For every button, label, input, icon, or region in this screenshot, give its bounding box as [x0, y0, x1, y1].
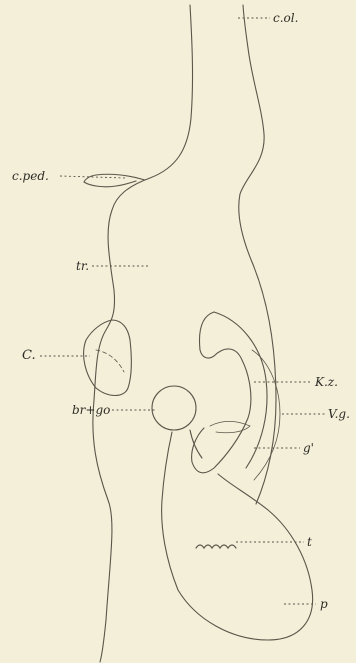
body-outline-right	[239, 5, 276, 504]
leader-c-ped	[60, 176, 126, 178]
label-t: t	[307, 536, 312, 548]
label-tr: tr.	[76, 260, 89, 272]
label-c-ol: c.ol.	[273, 12, 298, 24]
body-outline-left	[93, 5, 193, 662]
label-p: p	[320, 598, 328, 610]
label-g-prime: g'	[303, 442, 314, 454]
label-v-g: V.g.	[328, 408, 350, 420]
kz-structure	[192, 312, 251, 473]
label-c: C.	[22, 350, 36, 362]
stem-to-p	[162, 432, 313, 640]
label-br-go: br+go	[72, 404, 110, 416]
br-go-circle	[152, 386, 196, 430]
label-k-z: K.z.	[315, 376, 338, 388]
t-wavy-line	[196, 545, 236, 548]
lobe-c	[84, 320, 132, 396]
label-c-ped: c.ped.	[12, 170, 49, 182]
peduncle-branch	[84, 174, 145, 187]
lobe-c-inner-line	[96, 350, 124, 372]
kz-arc-inner	[214, 312, 267, 468]
